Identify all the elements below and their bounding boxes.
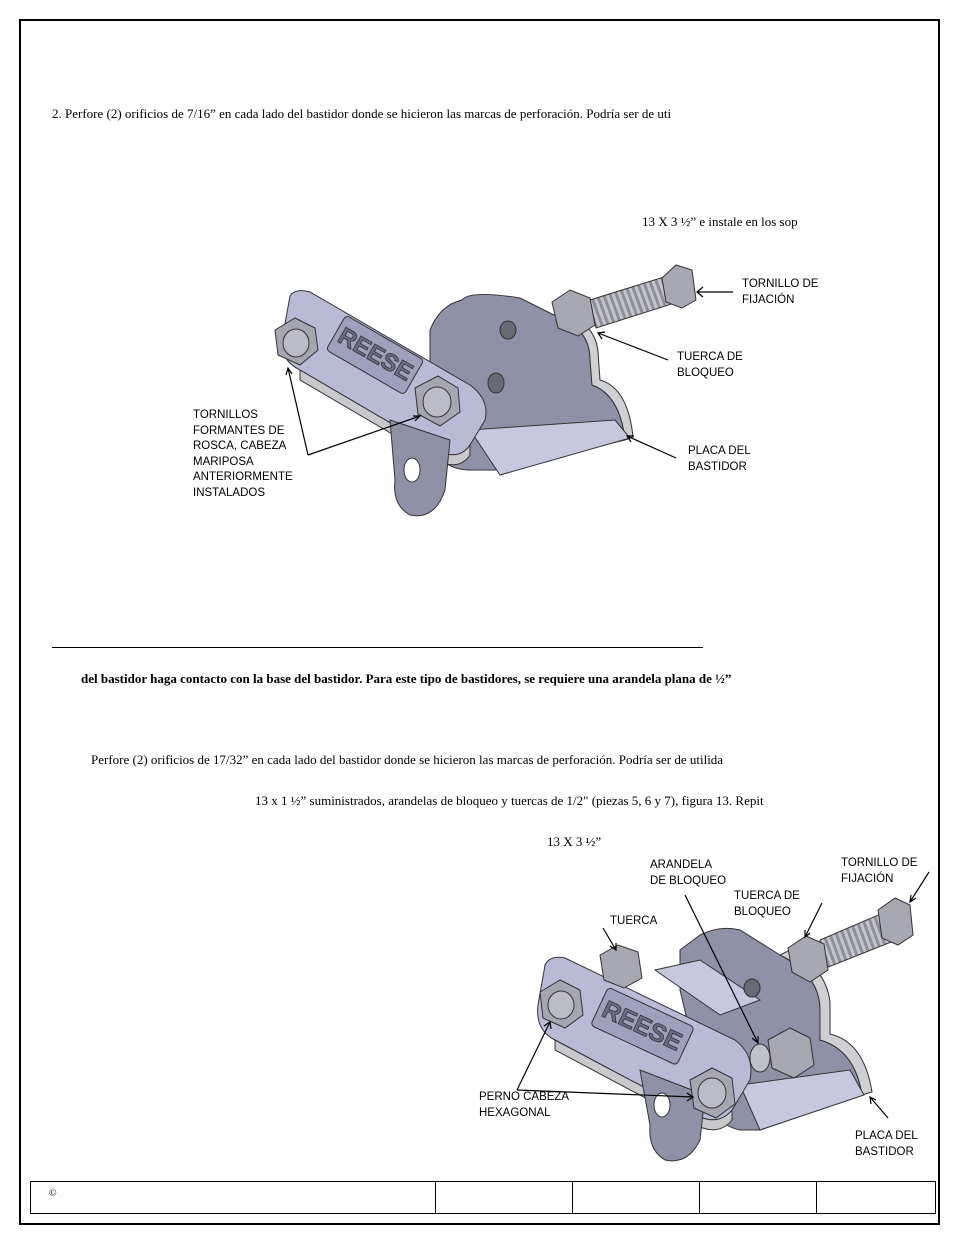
label-lock-nut-2: TUERCA DE BLOQUEO: [734, 890, 800, 918]
label-thread-screws-1: TORNILLOS FORMANTES DE ROSCA, CABEZA MAR…: [193, 409, 293, 499]
bolt-size-text-1: 13 X 3 ½” e instale en los sop: [642, 214, 798, 229]
bolts-text: 13 x 1 ½” suministrados, arandelas de bl…: [255, 793, 764, 808]
footer-cell-4: [700, 1182, 817, 1213]
section-divider: [52, 647, 703, 648]
drill-text: Perfore (2) orificios de 17/32” en cada …: [91, 752, 724, 767]
label-lock-washer-2: ARANDELA DE BLOQUEO: [650, 859, 727, 887]
nut-2: [599, 944, 643, 989]
label-nut-2: TUERCA: [610, 915, 658, 927]
step-2-text: 2. Perfore (2) orificios de 7/16” en cad…: [52, 106, 672, 121]
label-hex-bolt-2: PERNO CABEZA HEXAGONAL: [479, 1091, 570, 1119]
page-border: [19, 19, 940, 1225]
hitch-tab-2: [639, 1069, 706, 1162]
label-frame-plate-1: PLACA DEL BASTIDOR: [688, 445, 751, 473]
bolt-size-text-2: 13 X 3 ½”: [547, 834, 602, 849]
footer-cell-2: [436, 1182, 573, 1213]
copyright-symbol: ©: [49, 1188, 57, 1199]
label-frame-plate-2: PLACA DEL BASTIDOR: [855, 1130, 918, 1158]
bottom-plate-2: [739, 1069, 865, 1131]
footer-cell-5: [817, 1182, 935, 1213]
lock-nut-1: [551, 289, 596, 337]
bold-note: del bastidor haga contacto con la base d…: [81, 671, 732, 686]
footer-table: ©: [30, 1181, 936, 1214]
label-lock-nut-1: TUERCA DE BLOQUEO: [677, 351, 743, 379]
footer-cell-3: [573, 1182, 700, 1213]
lock-washer-2: [749, 1043, 771, 1073]
label-mounting-bolt-2: TORNILLO DE FIJACIÓN: [841, 857, 918, 885]
footer-copyright-cell: ©: [31, 1182, 436, 1213]
label-mounting-bolt-1: TORNILLO DE FIJACIÓN: [742, 278, 819, 306]
